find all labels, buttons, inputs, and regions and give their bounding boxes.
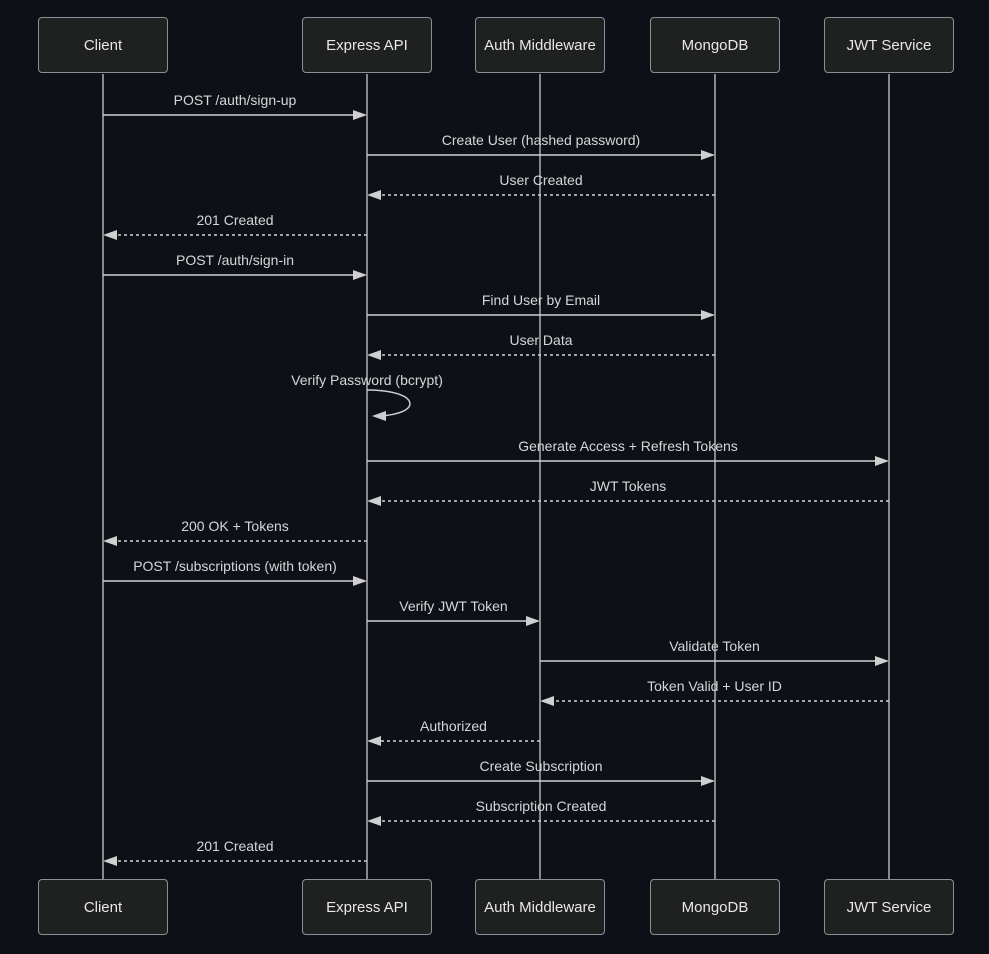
actor-box-bottom-client: Client — [38, 879, 168, 935]
message-label: JWT Tokens — [589, 478, 667, 494]
message-label: Authorized — [420, 718, 487, 734]
actor-label: Express API — [326, 36, 408, 54]
actor-label: MongoDB — [681, 898, 749, 916]
message-label: 201 Created — [196, 212, 274, 228]
actor-box-bottom-mongo: MongoDB — [650, 879, 780, 935]
actor-box-top-express: Express API — [302, 17, 432, 73]
message-label: POST /subscriptions (with token) — [133, 558, 337, 574]
actor-box-bottom-jwt: JWT Service — [824, 879, 954, 935]
actor-box-top-client: Client — [38, 17, 168, 73]
actor-label: Auth Middleware — [484, 898, 596, 916]
actor-box-top-auth: Auth Middleware — [475, 17, 605, 73]
message-label: Create User (hashed password) — [441, 132, 641, 148]
message-label: Generate Access + Refresh Tokens — [518, 438, 738, 454]
message-label: Create Subscription — [479, 758, 603, 774]
actor-label: MongoDB — [681, 36, 749, 54]
actor-box-bottom-express: Express API — [302, 879, 432, 935]
self-message-loop-arrow — [366, 389, 411, 421]
message-label: POST /auth/sign-up — [173, 92, 297, 108]
self-message-label: Verify Password (bcrypt) — [291, 372, 443, 388]
actor-label: Express API — [326, 898, 408, 916]
actor-box-top-mongo: MongoDB — [650, 17, 780, 73]
message-label: User Created — [499, 172, 583, 188]
message-label: Validate Token — [669, 638, 760, 654]
message-label: POST /auth/sign-in — [175, 252, 295, 268]
message-label: Subscription Created — [475, 798, 607, 814]
actor-label: Client — [83, 898, 123, 916]
message-label: 200 OK + Tokens — [181, 518, 289, 534]
actor-label: Client — [83, 36, 123, 54]
message-label: Find User by Email — [481, 292, 601, 308]
message-label: Verify JWT Token — [399, 598, 508, 614]
actor-label: Auth Middleware — [484, 36, 596, 54]
actor-box-bottom-auth: Auth Middleware — [475, 879, 605, 935]
message-label: User Data — [509, 332, 573, 348]
message-label: Token Valid + User ID — [647, 678, 782, 694]
message-label: 201 Created — [196, 838, 274, 854]
actor-label: JWT Service — [846, 898, 932, 916]
actor-box-top-jwt: JWT Service — [824, 17, 954, 73]
actor-label: JWT Service — [846, 36, 932, 54]
